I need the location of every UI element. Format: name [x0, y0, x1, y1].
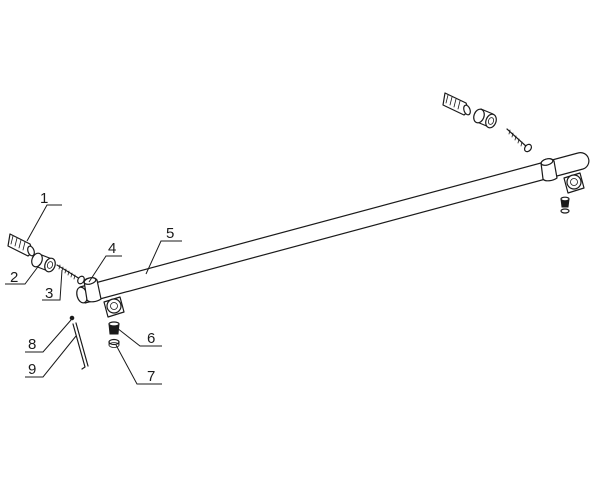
- hex-set-screw: [69, 315, 75, 321]
- callout-6: 6: [116, 327, 162, 347]
- callout-9: 9: [25, 335, 77, 378]
- callout-8: 8: [25, 319, 72, 353]
- right-spacer-cylinder: [473, 108, 497, 129]
- callout-number: 9: [28, 361, 36, 378]
- left-screw: [56, 264, 85, 285]
- left-grub-screw: [108, 321, 120, 335]
- right-wall-anchor: [442, 92, 471, 116]
- right-grub-screw: [560, 196, 570, 214]
- left-mounting-post: [83, 277, 102, 303]
- callout-number: 7: [147, 368, 155, 385]
- callout-number: 5: [166, 225, 174, 242]
- hex-key: [72, 322, 89, 370]
- callout-7: 7: [115, 344, 162, 385]
- callout-1: 1: [26, 190, 62, 242]
- callout-number: 3: [45, 285, 53, 302]
- callout-number: 1: [40, 190, 48, 207]
- left-holder-block: [103, 296, 125, 318]
- left-washer: [108, 338, 120, 348]
- right-mounting-post: [540, 158, 558, 182]
- callout-number: 4: [108, 240, 116, 257]
- left-spacer-cylinder: [31, 252, 56, 273]
- callout-number: 2: [10, 269, 18, 286]
- callout-5: 5: [145, 225, 182, 275]
- callout-number: 6: [147, 330, 155, 347]
- callout-2: 2: [5, 263, 41, 286]
- left-wall-anchor: [7, 233, 35, 257]
- callout-3: 3: [42, 269, 63, 302]
- callout-number: 8: [28, 336, 36, 353]
- right-screw: [506, 128, 533, 153]
- towel-bar-rod: [76, 152, 590, 304]
- right-holder-block: [563, 172, 585, 194]
- callout-4: 4: [88, 240, 122, 283]
